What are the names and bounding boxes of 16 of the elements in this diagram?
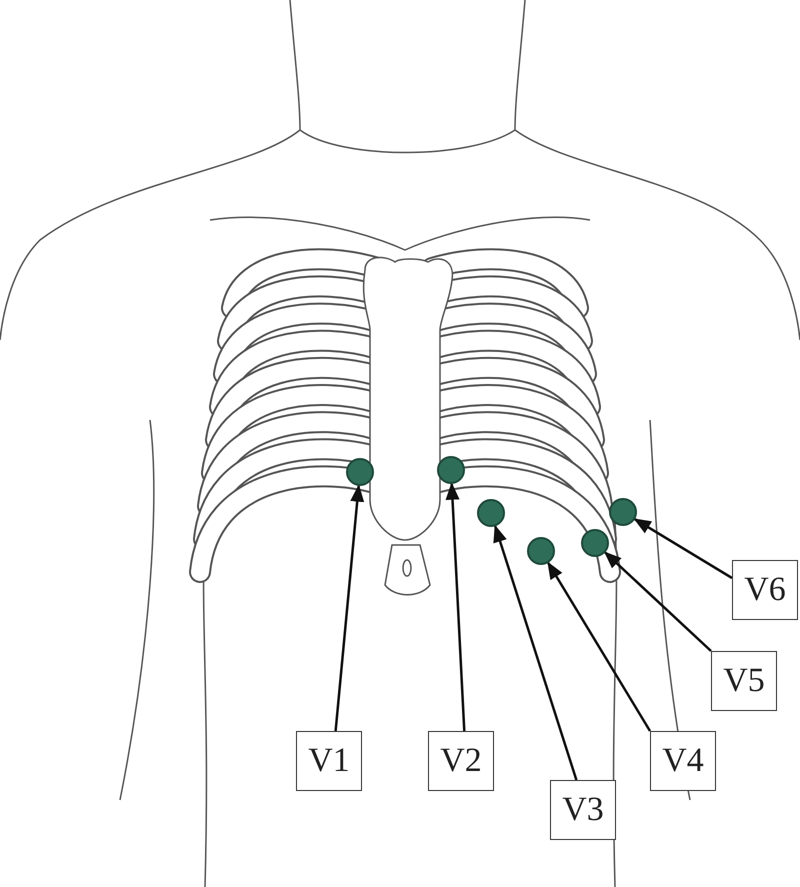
lead-label: V2 (428, 731, 494, 791)
electrode-dot (527, 537, 555, 565)
leader-arrow (493, 524, 578, 780)
lead-label: V5 (711, 651, 777, 711)
lead-label: V4 (650, 731, 716, 791)
leader-arrow (547, 561, 652, 732)
lead-label: V1 (296, 731, 362, 791)
leader-arrow (604, 551, 712, 652)
electrode-dot (477, 499, 505, 527)
leader-arrow (633, 518, 733, 580)
lead-label: V3 (550, 780, 616, 840)
leader-arrow (334, 484, 364, 732)
electrode-dot (581, 529, 609, 557)
lead-label: V6 (732, 560, 798, 620)
leader-arrow (446, 482, 466, 732)
electrode-dot (609, 498, 637, 526)
